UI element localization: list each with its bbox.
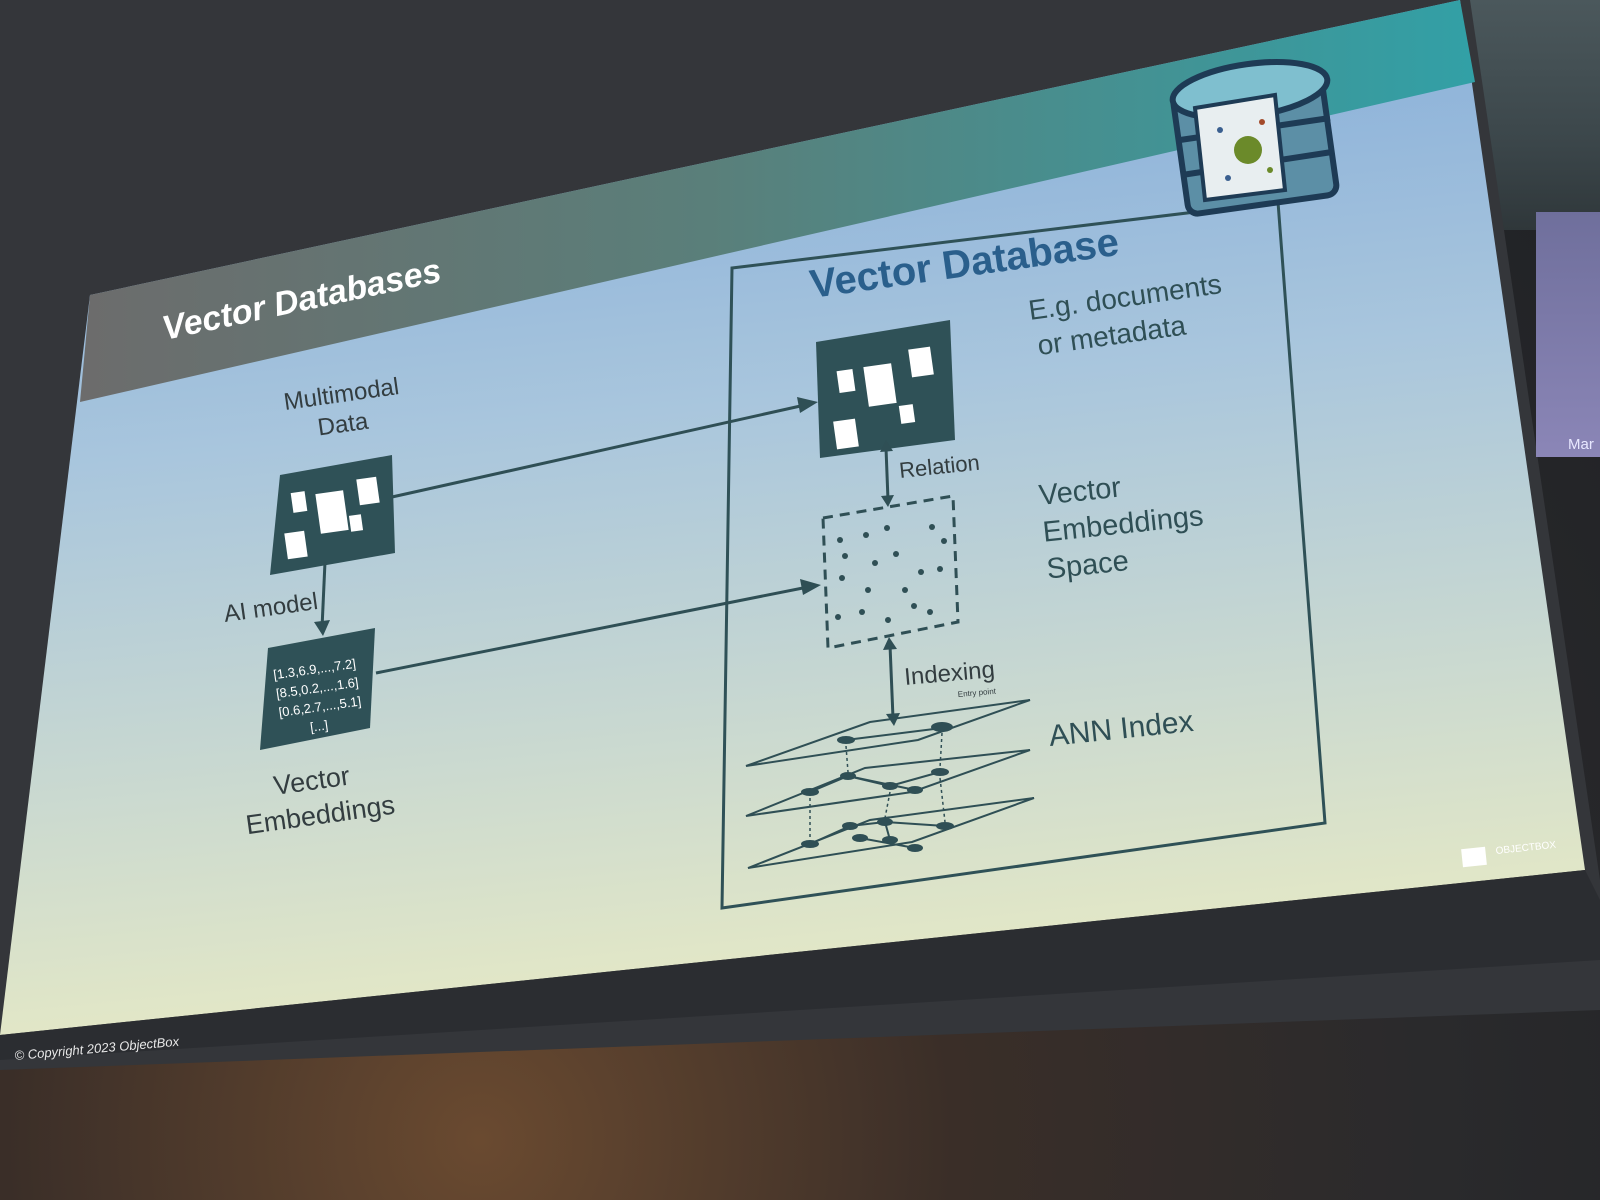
slide-header-band [80,0,1475,402]
relation-arrowhead-down [881,495,894,507]
indexing-arrow [888,644,895,719]
side-thumbnail-text: Mar [1568,436,1594,453]
multimodal-data-tile [270,455,395,575]
entry-point-label: Entry point [957,687,997,699]
vector-database-box [720,200,1327,910]
relation-arrowhead-up [880,440,893,452]
data-to-documents-arrow [391,403,806,499]
embeddings-to-space-arrowhead [800,579,821,595]
vector-embeddings-tile: [1.3,6.9,...,7.2] [8.5,0.2,...,1.6] [0.6… [260,628,375,750]
ai-model-arrowhead [314,620,330,636]
indexing-arrowhead-up [883,637,897,650]
ann-index-graph [745,699,1035,869]
objectbox-logo [1461,846,1487,868]
embeddings-to-space-arrow [375,585,809,675]
data-to-documents-arrowhead [797,397,818,413]
relation-arrow [884,447,890,501]
side-video-thumbnail: Mar [1536,212,1600,457]
ai-model-arrow [320,561,327,629]
embeddings-space-box [821,494,960,650]
database-documents-tile [816,320,955,458]
slide-footer-band [0,870,1600,1060]
database-cylinder-icon [1169,59,1340,217]
vector-row-4: [...] [309,717,329,734]
